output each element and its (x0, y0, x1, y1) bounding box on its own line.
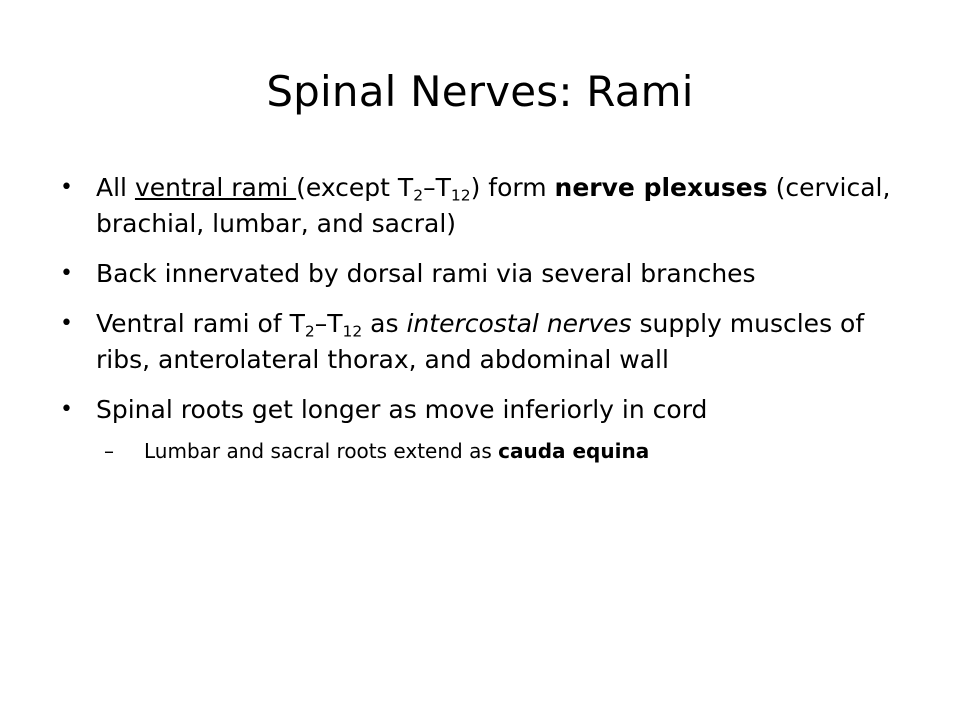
dash-glyph: – (104, 439, 114, 463)
bullet-glyph: • (60, 175, 73, 200)
bullet-text: All ventral rami (except T2–T12) form ne… (96, 173, 891, 238)
slide-title: Spinal Nerves: Rami (266, 67, 694, 116)
bullet-list: • All ventral rami (except T2–T12) form … (60, 170, 920, 480)
cauda-equina-term: cauda equina (498, 439, 650, 463)
ventral-rami-term: ventral rami (134, 173, 297, 202)
bullet-item-roots: • Spinal roots get longer as move inferi… (60, 392, 920, 466)
bullet-glyph: • (60, 311, 73, 336)
nerve-plexuses-term: nerve plexuses (554, 173, 768, 202)
bullet-text: Ventral rami of T2–T12 as intercostal ne… (96, 309, 865, 374)
bullet-item-back: • Back innervated by dorsal rami via sev… (60, 256, 920, 292)
bullet-item-plexuses: • All ventral rami (except T2–T12) form … (60, 170, 920, 242)
sub-bullet-list: – Lumbar and sacral roots extend as caud… (96, 436, 920, 466)
bullet-text: Spinal roots get longer as move inferior… (96, 395, 708, 424)
intercostal-nerves-term: intercostal nerves (406, 309, 632, 338)
bullet-text: Back innervated by dorsal rami via sever… (96, 259, 756, 288)
sub-bullet-text: Lumbar and sacral roots extend as cauda … (144, 439, 650, 463)
bullet-glyph: • (60, 261, 73, 286)
sub-bullet-cauda: – Lumbar and sacral roots extend as caud… (104, 436, 920, 466)
bullet-item-intercostal: • Ventral rami of T2–T12 as intercostal … (60, 306, 920, 378)
bullet-glyph: • (60, 397, 73, 422)
